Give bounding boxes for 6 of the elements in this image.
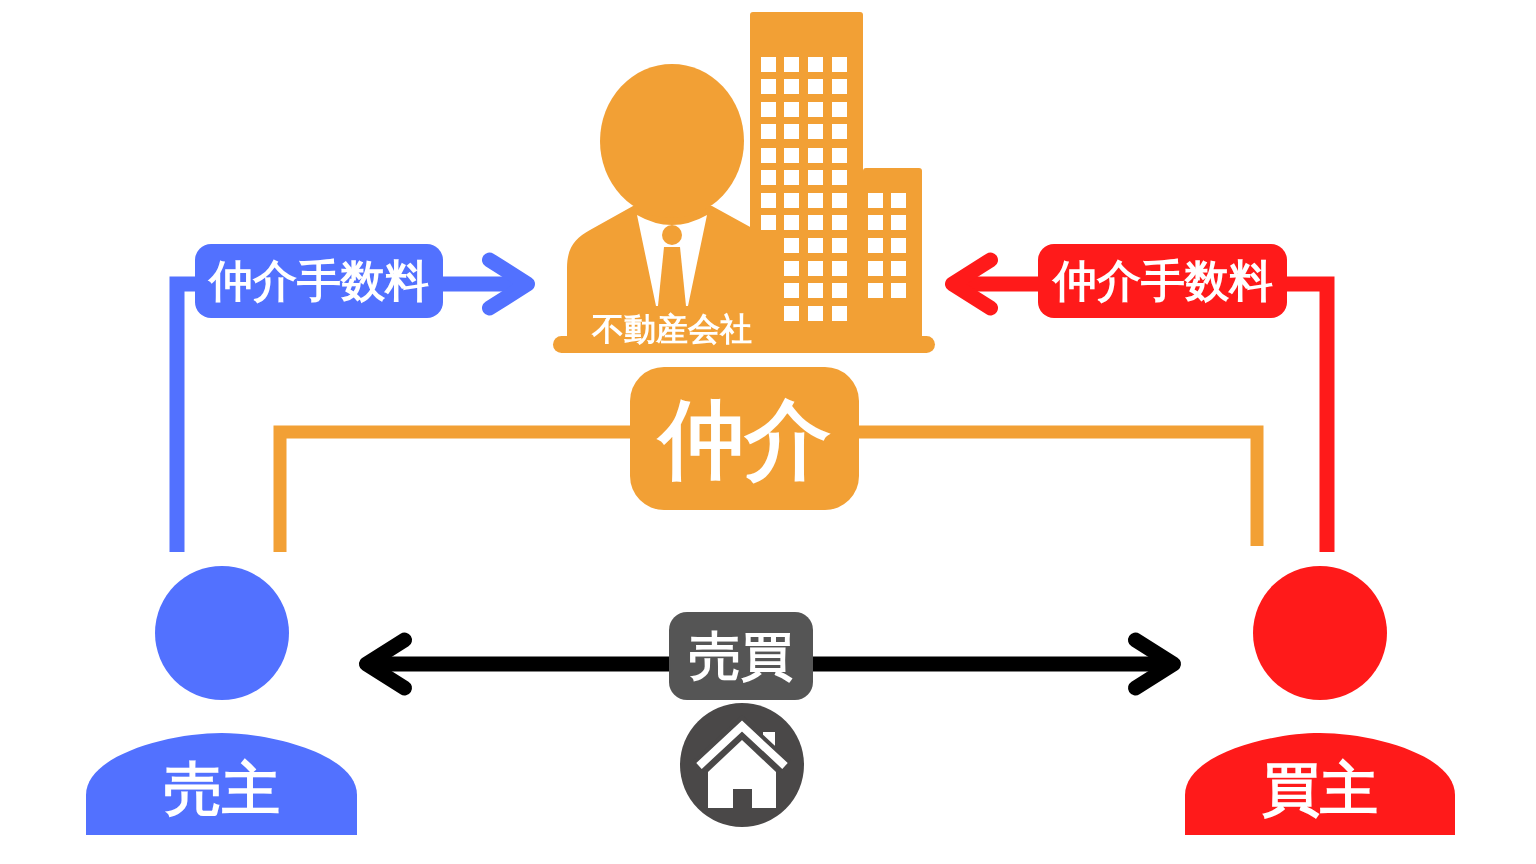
edge-label: 仲介手数料	[195, 244, 443, 318]
edge-label: 仲介手数料	[1038, 244, 1287, 318]
role-label: 買主	[1262, 760, 1378, 818]
company-label: 不動産会社	[592, 313, 752, 345]
role-label: 売主	[164, 760, 280, 818]
edge-label: 売買	[669, 612, 813, 700]
